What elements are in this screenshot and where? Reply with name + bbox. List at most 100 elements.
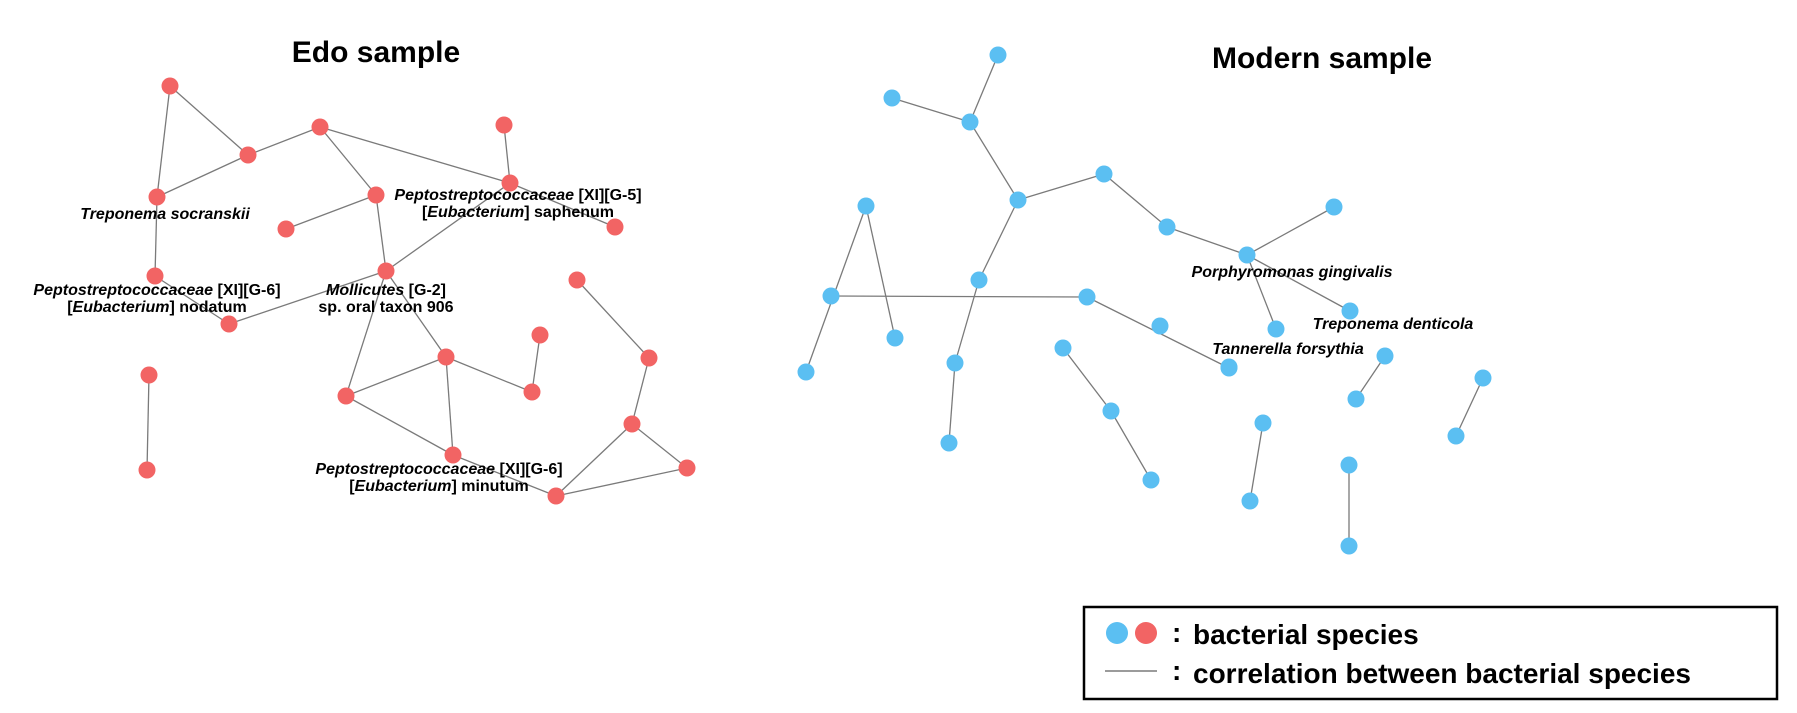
modern-correlation-edge [1166, 226, 1248, 256]
edo-species-node [311, 118, 329, 136]
edo-correlation-edge [503, 124, 511, 184]
nodes-layer [138, 46, 1492, 555]
edo-species-node [377, 262, 395, 280]
modern-species-node [1241, 492, 1259, 510]
edo-correlation-edge [385, 270, 447, 358]
edo-title: Edo sample [292, 36, 460, 69]
edo-correlation-edge [555, 467, 688, 497]
modern-correlation-edge [978, 199, 1019, 281]
edo-species-node [501, 174, 519, 192]
modern-species-node [970, 271, 988, 289]
modern-correlation-edge [1246, 206, 1335, 256]
modern-correlation-edge [865, 205, 896, 339]
modern-species-node [883, 89, 901, 107]
edo-species-node [367, 186, 385, 204]
edo-correlation-edge [247, 126, 321, 156]
modern-species-node [1474, 369, 1492, 387]
edo-species-node [547, 487, 565, 505]
modern-correlation-edge [1110, 410, 1152, 481]
edo-correlation-edge [631, 357, 650, 425]
modern-correlation-edge [1062, 347, 1112, 412]
edo-species-node [220, 315, 238, 333]
modern-species-node [1142, 471, 1160, 489]
legend-species-separator: : [1172, 617, 1181, 648]
legend: : bacterial species : correlation betwee… [1082, 605, 1779, 701]
legend-correlation-separator: : [1172, 655, 1181, 686]
modern-correlation-edge [948, 362, 956, 444]
edo-species-node [148, 188, 166, 206]
modern-species-node [857, 197, 875, 215]
edo-correlation-edge [345, 270, 387, 397]
legend-modern-node-icon [1106, 622, 1128, 644]
edo-correlation-edge [285, 194, 377, 230]
modern-correlation-edge [1017, 173, 1105, 201]
modern-species-node [1054, 339, 1072, 357]
edo-correlation-edge [345, 395, 454, 456]
edo-species-node [277, 220, 295, 238]
edo-node-label-peptostrep-g6-minutum: Peptostreptococcaceae [XI][G-6][Eubacter… [315, 461, 562, 495]
modern-species-node [1376, 347, 1394, 365]
modern-species-node [1325, 198, 1343, 216]
modern-species-node [1078, 288, 1096, 306]
edo-correlation-edge [156, 85, 171, 198]
edo-correlation-edge [576, 279, 650, 359]
edo-species-node [444, 446, 462, 464]
labels-layer: Treponema socranskiiPeptostreptococcacea… [33, 187, 1473, 495]
modern-species-node [1095, 165, 1113, 183]
modern-correlation-edge [1246, 254, 1277, 330]
edo-correlation-edge [555, 423, 633, 497]
edo-species-node [606, 218, 624, 236]
modern-species-node [822, 287, 840, 305]
edo-species-node [437, 348, 455, 366]
edo-species-node [138, 461, 156, 479]
modern-node-label-tannerella: Tannerella forsythia [1212, 341, 1364, 358]
edo-correlation-edge [375, 194, 387, 272]
edo-species-node [568, 271, 586, 289]
modern-node-label-treponema-denticola: Treponema denticola [1313, 316, 1474, 333]
edo-correlation-edge [156, 154, 249, 198]
edo-correlation-edge [319, 126, 377, 196]
edo-species-node [146, 267, 164, 285]
edo-correlation-edge [452, 454, 557, 497]
edo-node-label-treponema-socranskii: Treponema socranskii [80, 206, 250, 223]
edo-species-node [140, 366, 158, 384]
modern-correlation-edge [1355, 355, 1386, 400]
modern-species-node [1238, 246, 1256, 264]
modern-correlation-edge [891, 97, 971, 123]
edo-correlation-edge [228, 270, 387, 325]
edo-correlation-edge [319, 126, 511, 184]
edo-correlation-edge [631, 423, 688, 469]
edo-species-node [678, 459, 696, 477]
modern-species-node [1009, 191, 1027, 209]
edo-species-node [161, 77, 179, 95]
edo-correlation-edge [445, 356, 454, 456]
modern-species-node [1151, 317, 1169, 335]
legend-box [1082, 605, 1779, 701]
modern-species-node [1347, 390, 1365, 408]
edo-correlation-edge [154, 196, 158, 277]
edo-species-node [523, 383, 541, 401]
edo-species-node [239, 146, 257, 164]
modern-species-node [1340, 537, 1358, 555]
modern-species-node [1447, 427, 1465, 445]
modern-species-node [1254, 414, 1272, 432]
modern-species-node [946, 354, 964, 372]
modern-species-node [886, 329, 904, 347]
edo-correlation-edge [509, 182, 616, 228]
legend-edo-node-icon [1135, 622, 1157, 644]
edo-correlation-edge [445, 356, 533, 393]
edo-correlation-edge [385, 182, 511, 272]
edo-correlation-edge [345, 356, 447, 397]
modern-title: Modern sample [1212, 42, 1432, 75]
modern-correlation-edge [1455, 377, 1484, 437]
modern-correlation-edge [830, 295, 1088, 298]
edo-node-label-mollicutes: Mollicutes [G-2]sp. oral taxon 906 [318, 282, 453, 316]
edo-species-node [640, 349, 658, 367]
modern-species-node [1158, 218, 1176, 236]
edo-correlation-edge [154, 275, 230, 325]
modern-correlation-edge [1249, 422, 1264, 502]
edo-correlation-edge [169, 85, 249, 156]
modern-species-node [1220, 358, 1238, 376]
modern-species-node [940, 434, 958, 452]
modern-species-node [1267, 320, 1285, 338]
